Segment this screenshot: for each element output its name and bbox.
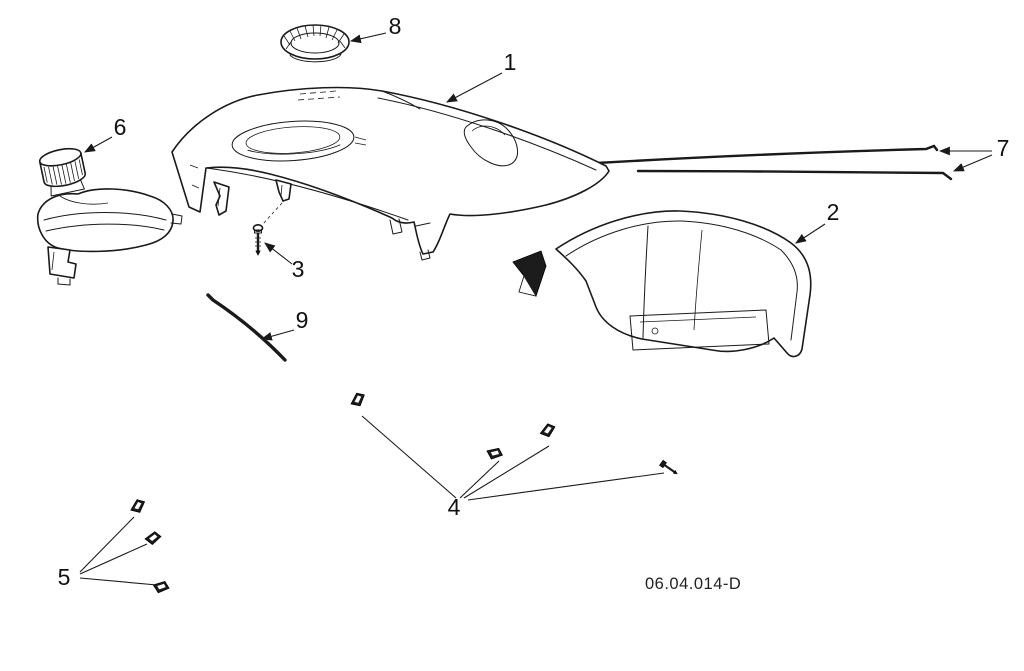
callout-leader-2 xyxy=(795,223,826,244)
shroud-left-tab-face xyxy=(518,275,537,297)
callout-8: 8 xyxy=(349,13,402,44)
screw-axis-line xyxy=(261,202,283,226)
callout-6: 6 xyxy=(84,114,127,153)
cowl-teardrop-hole xyxy=(463,119,518,167)
bracket-right-detail xyxy=(280,184,283,197)
diagram-code: 06.04.014-D xyxy=(645,575,741,593)
callout-4: 4 xyxy=(361,415,665,520)
cap-ribs xyxy=(283,24,346,50)
cowl-bottom-tabs xyxy=(389,218,431,261)
callout-label-8: 8 xyxy=(389,13,402,39)
cowl-opening-notch xyxy=(354,136,367,146)
clip-4a xyxy=(350,392,365,407)
cowl-fold-line xyxy=(205,167,409,221)
part-support-rod xyxy=(206,293,287,362)
cowl-engine-opening xyxy=(231,120,355,162)
tank-outlet-stub xyxy=(170,213,183,225)
callout-label-1: 1 xyxy=(504,49,517,75)
callout-label-2: 2 xyxy=(827,199,840,225)
callout-label-4: 4 xyxy=(448,494,461,520)
callout-label-3: 3 xyxy=(292,256,305,282)
cowl-left-flap-marks xyxy=(189,164,200,189)
clip-4b xyxy=(486,447,503,460)
shroud-top-inner-curve xyxy=(565,220,782,257)
callout-leader-8 xyxy=(349,32,387,44)
callout-leader-3 xyxy=(264,242,293,265)
cowl-outline xyxy=(171,86,610,255)
cap-inner-face xyxy=(290,32,340,54)
callout-3: 3 xyxy=(264,242,305,282)
tank-contour-2 xyxy=(45,223,165,232)
cowl-vent-lines xyxy=(297,90,341,101)
shroud-right-crease xyxy=(693,229,703,331)
tank-bracket-detail xyxy=(51,251,55,271)
shroud-outline xyxy=(555,210,812,358)
tank-top-seam xyxy=(59,195,109,205)
neck-collar xyxy=(50,179,85,197)
shroud-slot-inner xyxy=(639,316,757,323)
cowl-short-crease xyxy=(381,90,421,110)
callout-leader-4b xyxy=(459,460,500,499)
callout-5: 5 xyxy=(58,516,158,590)
callout-leader-9 xyxy=(260,329,295,341)
part-clips-group-4 xyxy=(350,392,678,475)
shroud-slot-hole xyxy=(651,327,659,335)
part-rear-shroud xyxy=(512,210,812,358)
screw-4d xyxy=(659,459,678,475)
part-clips-group-5 xyxy=(130,499,170,594)
clip-5c xyxy=(152,581,170,594)
clip-4c xyxy=(539,423,556,438)
cap-base-rim xyxy=(289,53,342,63)
callout-9: 9 xyxy=(260,307,309,341)
clip-5b xyxy=(144,531,162,546)
shroud-right-face-line xyxy=(780,249,798,341)
callout-leader-6 xyxy=(84,136,113,153)
callout-leader-4c xyxy=(463,445,550,499)
tank-body xyxy=(36,188,174,253)
callout-label-9: 9 xyxy=(296,307,309,333)
tank-bottom-bracket xyxy=(47,246,77,279)
shroud-mid-crease xyxy=(642,225,649,339)
part-screw-and-brackets xyxy=(213,179,292,256)
callout-leader-4a xyxy=(361,415,457,499)
callout-leader-5b xyxy=(79,543,148,575)
tank-contour-1 xyxy=(43,212,167,221)
upper-rod xyxy=(595,144,939,165)
callout-1: 1 xyxy=(446,49,517,103)
bracket-left xyxy=(213,181,230,216)
lower-rod xyxy=(636,169,953,181)
shroud-slot xyxy=(629,309,770,351)
neck-threads xyxy=(43,159,83,185)
bracket-right xyxy=(275,179,292,202)
tank-bracket-foot xyxy=(57,277,71,286)
callout-leader-5a xyxy=(79,516,135,573)
callout-label-6: 6 xyxy=(114,114,127,140)
callout-label-5: 5 xyxy=(58,564,71,590)
callout-7: 7 xyxy=(938,135,1010,172)
callout-2: 2 xyxy=(795,199,840,244)
callout-label-7: 7 xyxy=(997,135,1010,161)
screw xyxy=(252,224,264,256)
cowl-top-crease xyxy=(377,97,597,171)
tank-filler-neck xyxy=(38,147,87,197)
part-main-cowl xyxy=(171,86,610,261)
cowl-teardrop-inner xyxy=(471,125,506,136)
callout-leader-5c xyxy=(79,577,158,586)
callout-leader-4d xyxy=(467,472,665,501)
support-rod-line xyxy=(206,293,287,362)
part-fuel-tank-assembly xyxy=(36,147,183,286)
part-fuel-cap xyxy=(280,24,350,63)
callout-leader-7b xyxy=(952,154,993,172)
callouts: 1 2 3 4 5 6 7 xyxy=(58,13,1010,590)
bracket-left-detail xyxy=(217,187,221,207)
clip-5a xyxy=(130,499,146,513)
callout-leader-1 xyxy=(446,72,503,103)
